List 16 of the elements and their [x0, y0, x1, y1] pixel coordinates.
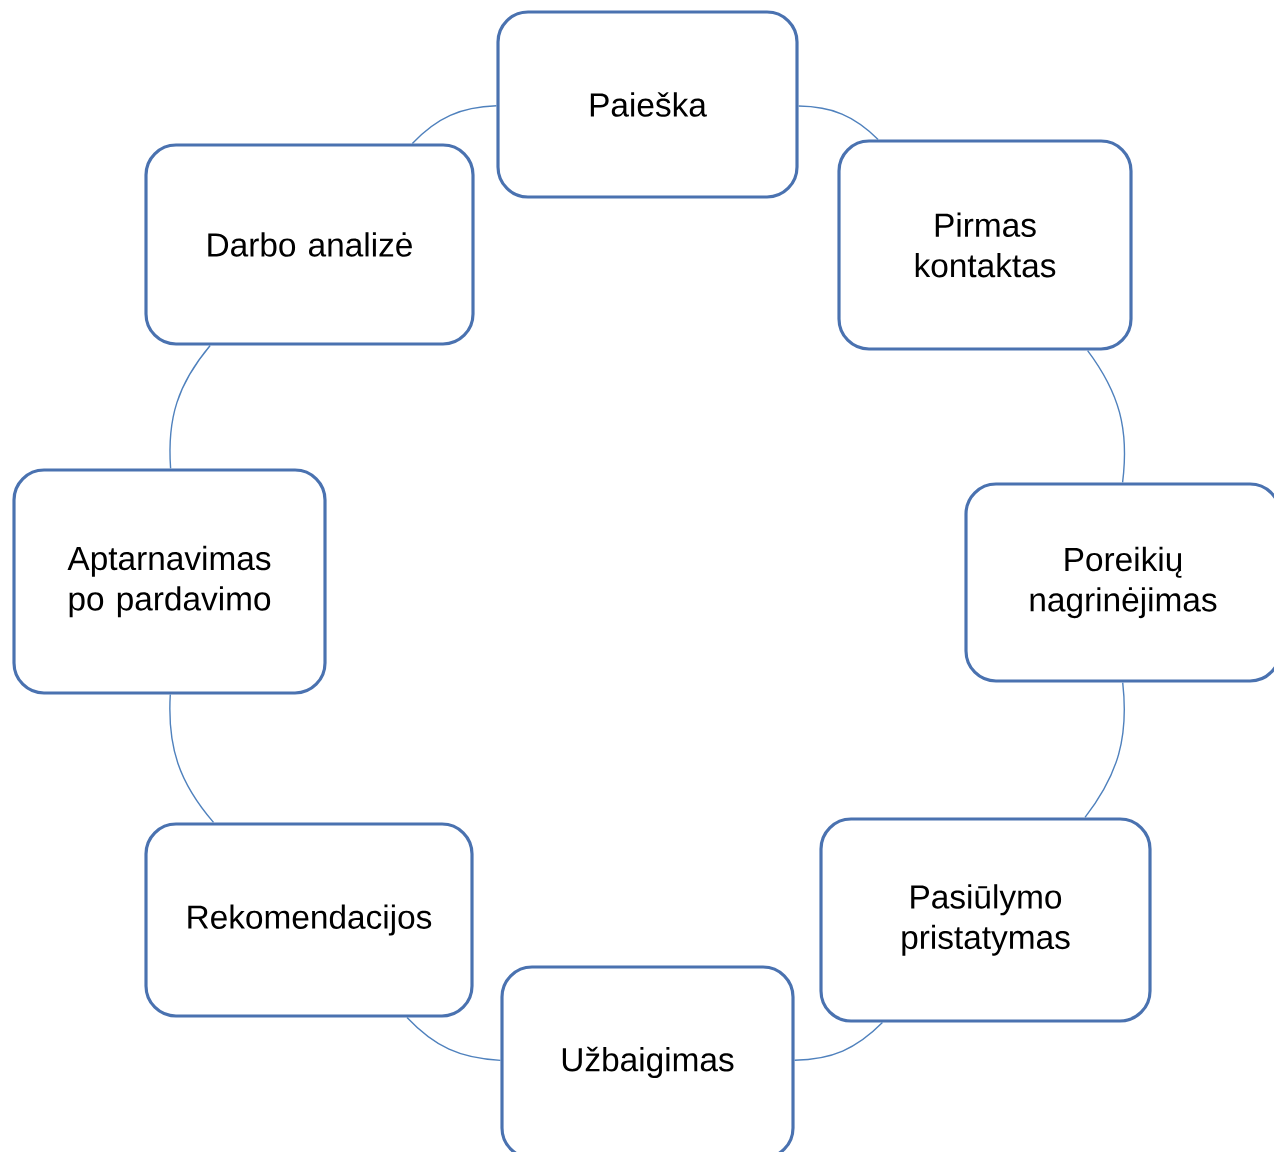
process-box: Rekomendacijos	[144, 822, 474, 1018]
connector-line	[793, 1021, 884, 1061]
process-box: Poreikių nagrinėjimas	[964, 482, 1274, 683]
process-box: Pasiūlymo pristatymas	[819, 817, 1152, 1023]
connector-line	[411, 105, 498, 145]
connector-line	[797, 105, 879, 141]
connector-line	[169, 693, 215, 824]
process-box: Užbaigimas	[500, 965, 795, 1152]
connector-line	[406, 1016, 502, 1062]
process-box: Aptarnavimas po pardavimo	[12, 468, 327, 695]
connector-line	[1086, 349, 1126, 484]
process-box: Paieška	[496, 10, 799, 199]
connector-line	[1084, 681, 1126, 819]
process-box: Pirmas kontaktas	[837, 139, 1133, 351]
process-box: Darbo analizė	[144, 143, 475, 346]
connector-line	[169, 344, 211, 470]
